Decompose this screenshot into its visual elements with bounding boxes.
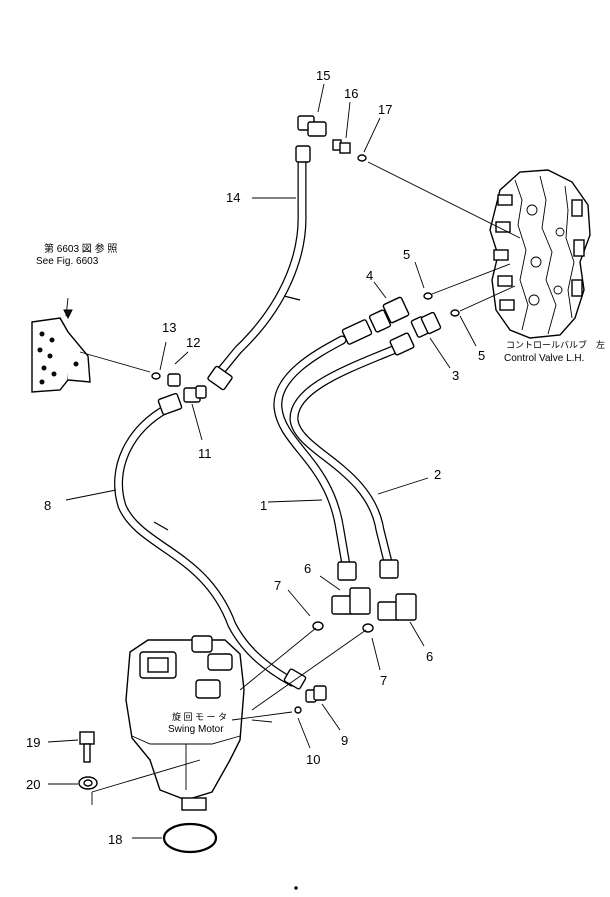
callout-6-right: 6 [426, 649, 433, 664]
callout-5-lower: 5 [478, 348, 485, 363]
callout-20: 20 [26, 777, 40, 792]
callout-15: 15 [316, 68, 330, 83]
callout-17: 17 [378, 102, 392, 117]
adapter-4 [368, 296, 410, 333]
hose-14-inner [216, 156, 306, 376]
hose-1-end-nut [337, 561, 357, 581]
connector-12 [167, 373, 181, 387]
hose-14-bottom-nut [207, 365, 233, 391]
hose-2-end-nut [379, 559, 399, 579]
callout-1: 1 [260, 498, 267, 513]
bolt-19 [79, 731, 95, 763]
hose-1-top-nut [341, 319, 373, 345]
callout-9: 9 [341, 733, 348, 748]
washer-20 [78, 776, 98, 790]
hose-1-inner [274, 336, 350, 569]
page-dot [294, 886, 298, 890]
callout-2: 2 [434, 467, 441, 482]
callout-4: 4 [366, 268, 373, 283]
hose-14-top-nut [295, 145, 311, 163]
hose-2-top-nut [389, 332, 415, 356]
control-valve-label-en: Control Valve L.H. [504, 353, 584, 364]
elbow-fitting-6-left [331, 587, 371, 615]
o-ring-5-upper [423, 292, 433, 300]
callout-3: 3 [452, 368, 459, 383]
o-ring-13 [151, 372, 161, 380]
o-ring-5-lower [450, 309, 460, 317]
callout-16: 16 [344, 86, 358, 101]
callout-19: 19 [26, 735, 40, 750]
callout-18: 18 [108, 832, 122, 847]
o-ring-18 [162, 822, 218, 854]
tee-fitting-11 [183, 385, 207, 403]
swing-motor-label-en: Swing Motor [168, 724, 224, 735]
callout-12: 12 [186, 335, 200, 350]
connector-16 [332, 139, 351, 154]
leader-lines [47, 83, 521, 839]
connector-3 [410, 311, 442, 338]
ref-label-jp: 第 6603 図 参 照 [44, 242, 117, 255]
callout-6-left: 6 [304, 561, 311, 576]
callout-5-upper: 5 [403, 247, 410, 262]
swing-motor-label-jp: 旋 回 モ ー タ [172, 711, 227, 722]
callout-13: 13 [162, 320, 176, 335]
control-valve-label-jp: コントロールバルブ 左 [506, 339, 605, 350]
ref-label-en: See Fig. 6603 [36, 256, 99, 267]
o-ring-17 [357, 154, 367, 162]
callout-10: 10 [306, 752, 320, 767]
swing-motor [125, 635, 245, 811]
hose-8-bottom-nut [283, 668, 307, 690]
bracket-block [31, 317, 91, 393]
callout-8: 8 [44, 498, 51, 513]
hose-8-inner [115, 404, 296, 686]
control-valve [489, 169, 591, 339]
hose-2-inner [290, 344, 402, 566]
callout-7-left: 7 [274, 578, 281, 593]
callout-7-right: 7 [380, 673, 387, 688]
o-ring-10 [294, 706, 302, 714]
hose-8-top-nut [157, 392, 183, 416]
hose-14-break [283, 295, 301, 301]
callout-11: 11 [198, 446, 212, 461]
callout-14: 14 [226, 190, 240, 205]
connector-9 [305, 685, 327, 703]
elbow-fitting-15 [297, 115, 327, 137]
ref-arrow-head [63, 309, 73, 320]
hose-8-break [153, 521, 169, 531]
elbow-fitting-6-right [377, 593, 417, 621]
